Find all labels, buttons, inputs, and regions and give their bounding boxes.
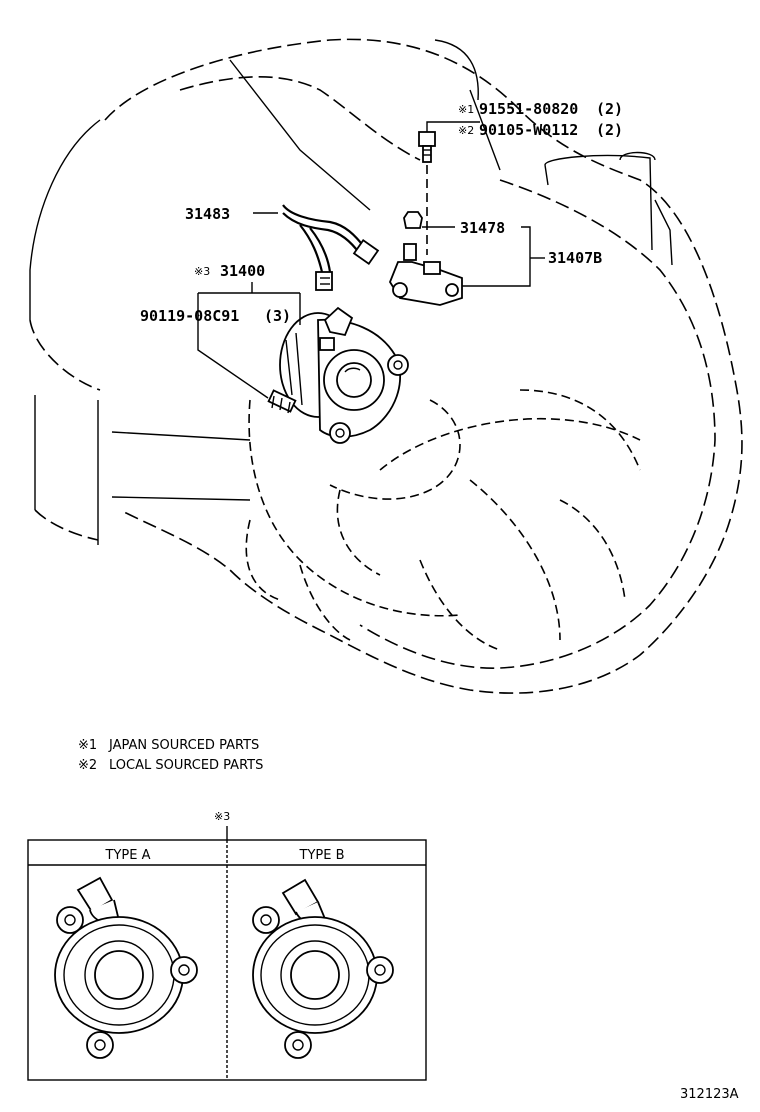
release-cylinder [267, 306, 409, 444]
type-b-cylinder [252, 878, 394, 1059]
bolt-japan-mark: ※1 [458, 103, 474, 116]
note-2-text: LOCAL SOURCED PARTS [109, 758, 263, 773]
bracket-assembly [388, 131, 463, 306]
cylinder-mark: ※3 [194, 265, 210, 278]
type-a-header: TYPE A [105, 848, 151, 863]
bleeder-qty: (3) [264, 307, 291, 325]
type-a-cylinder [54, 876, 198, 1059]
note-1-mark: ※1 [78, 738, 97, 753]
note-1-text: JAPAN SOURCED PARTS [108, 738, 259, 753]
bracket-number: 31407B [548, 249, 602, 267]
bolt-local-qty: (2) [596, 121, 623, 139]
bolt-local-mark: ※2 [458, 124, 474, 137]
leader-lines [197, 121, 545, 399]
cylinder-number: 31400 [220, 262, 265, 280]
cap-number: 31478 [460, 219, 505, 237]
type-b-header: TYPE B [299, 848, 345, 863]
drawing-number: 312123A [680, 1087, 739, 1102]
bleeder-number: 90119-08C91 [140, 307, 239, 325]
bolt-local-number: 90105-W0112 [479, 121, 578, 139]
legend-notes: ※1 JAPAN SOURCED PARTS ※2 LOCAL SOURCED … [78, 738, 263, 773]
clutch-tube [282, 204, 380, 291]
tube-number: 31483 [185, 205, 230, 223]
part-labels: ※1 91551-80820 (2) ※2 90105-W0112 (2) 31… [140, 100, 623, 325]
transmission-housing [29, 38, 743, 694]
note-2-mark: ※2 [78, 758, 97, 773]
bolt-japan-qty: (2) [596, 100, 623, 118]
variant-table: ※3 TYPE A TYPE B [27, 810, 427, 1081]
variant-table-mark: ※3 [214, 810, 230, 823]
bolt-japan-number: 91551-80820 [479, 100, 578, 118]
